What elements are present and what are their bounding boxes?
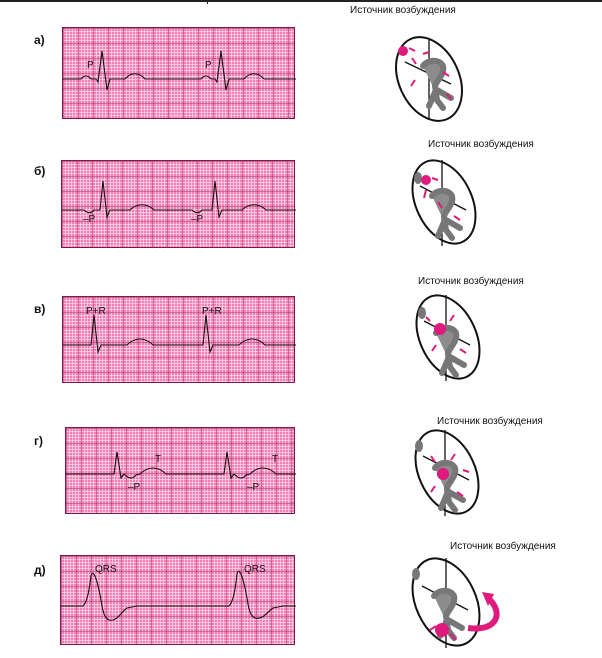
panel-e-ecg-trace [61, 570, 296, 621]
spread-arrows [430, 453, 470, 497]
panel-c-source-label: Источник возбуждения [418, 276, 524, 287]
panel-d-heart-svg [414, 429, 480, 516]
sinus-node [412, 568, 420, 580]
top-border-tick [207, 0, 208, 4]
panel-b-source-label: Источник возбуждения [428, 139, 534, 150]
panel-a-p-wave-label-1: P [87, 60, 94, 71]
panel-c-pr-label-2: P+R [202, 306, 222, 317]
panel-e-heart-diagram [402, 548, 512, 656]
panel-c-heart-svg [415, 294, 481, 381]
panel-e-source-label: Источник возбуждения [450, 541, 556, 552]
excitation-source-dot [434, 323, 446, 335]
spread-arrows [429, 625, 457, 641]
sinus-node [418, 307, 426, 319]
panel-a-letter: а) [34, 33, 45, 47]
spread-arrows [408, 47, 452, 100]
excitation-source-dot [435, 623, 449, 637]
panel-e-ecg-trace-svg [61, 570, 296, 621]
panel-d-ecg-strip: T T –P –P [65, 427, 296, 514]
reentry-arrowhead [482, 592, 494, 606]
panel-e-heart-svg [411, 557, 500, 648]
panel-e-qrs-label-2: QRS [244, 564, 266, 575]
panel-c-ecg-trace [63, 314, 296, 355]
panel-b-letter: б) [34, 164, 46, 178]
panel-a-source-label: Источник возбуждения [350, 5, 456, 16]
panel-c-pr-label-1: P+R [86, 306, 106, 317]
panel-d-ecg-trace [66, 451, 296, 480]
top-border-line [0, 0, 602, 2]
panel-a-ecg-trace [63, 50, 296, 91]
panel-d-ecg-trace-svg [66, 451, 296, 480]
panel-d-heart-diagram [405, 420, 495, 520]
panel-d-neg-p-label-2: –P [247, 482, 260, 493]
spread-arrows [423, 177, 461, 221]
panel-c-ecg-trace-svg [63, 314, 296, 355]
sinus-node [414, 172, 422, 184]
excitation-source-dot [421, 175, 431, 185]
panel-c-letter: в) [34, 302, 46, 316]
panel-b-neg-p-label-1: –P [83, 214, 96, 225]
panel-c-heart-diagram [406, 285, 496, 385]
panel-d-letter: г) [34, 434, 43, 448]
panel-b-neg-p-label-2: –P [191, 214, 204, 225]
panel-a-heart-svg [395, 36, 463, 122]
excitation-source-dot [437, 468, 449, 480]
panel-d-t-label-1: T [155, 454, 162, 465]
panel-b-ecg-strip: –P –P [61, 160, 296, 248]
panel-d-t-label-2: T [272, 454, 279, 465]
panel-e-letter: д) [34, 563, 46, 577]
panel-b-ecg-trace-svg [62, 180, 296, 220]
excitation-source-dot [398, 46, 408, 56]
panel-a-heart-diagram [385, 22, 475, 122]
panel-b-heart-diagram [402, 150, 492, 250]
panel-b-heart-svg [411, 159, 477, 246]
panel-c-ecg-strip: P+R P+R [62, 296, 296, 383]
sinus-node [415, 440, 423, 452]
panel-a-ecg-trace-svg [63, 50, 296, 91]
panel-d-source-label: Источник возбуждения [437, 416, 543, 427]
reentry-arrow [467, 595, 500, 632]
panel-a-ecg-strip: P P [62, 27, 296, 119]
panel-a-p-wave-label-2: P [205, 60, 212, 71]
panel-e-qrs-label-1: QRS [95, 564, 117, 575]
spread-arrows [425, 314, 467, 354]
panel-e-ecg-strip: QRS QRS [60, 555, 296, 645]
panel-b-ecg-trace [62, 180, 296, 220]
panel-d-neg-p-label-1: –P [128, 482, 141, 493]
